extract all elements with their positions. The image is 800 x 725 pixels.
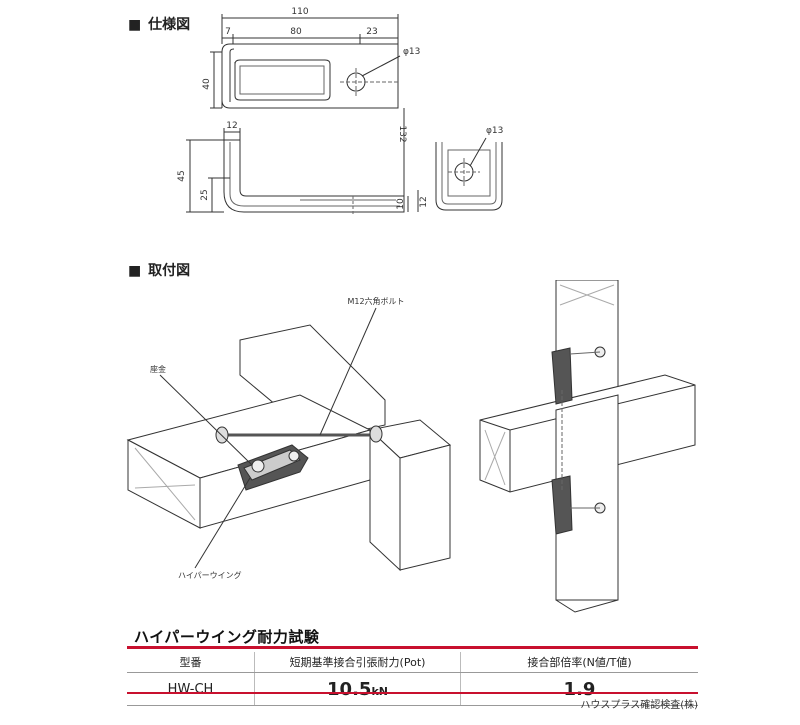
dim-height-top: 40 [202, 78, 212, 90]
dim-seg-right: 23 [366, 27, 377, 37]
spec-section-title: 仕様図 [128, 14, 190, 34]
dim-seg-mid: 80 [290, 27, 302, 37]
dim-thk-12: 12 [419, 196, 429, 207]
dim-thk-10: 10 [396, 198, 406, 210]
table-bottom-rule [127, 692, 698, 694]
footnote: ハウスプラス確認検査(株) [580, 700, 698, 711]
dim-depth: 132 [397, 125, 407, 142]
dim-hole-end: φ13 [486, 126, 503, 136]
install-drawing: M12六角ボルト 座金 ハイパーウイング [126, 280, 696, 613]
table-header-row: 型番 短期基準接合引張耐力(Pot) 接合部倍率(N値/T値) [127, 652, 698, 673]
dim-flange: 12 [226, 121, 237, 131]
strength-value: 10.5 [327, 678, 372, 700]
test-title-rule [127, 646, 698, 649]
label-bolt: M12六角ボルト [347, 296, 404, 306]
test-title: ハイパーウイング耐力試験 [134, 628, 320, 646]
strength-unit: kN [371, 684, 388, 698]
label-product: ハイパーウイング [178, 570, 242, 580]
table-row: HW-CH 10.5kN 1.9 [127, 672, 698, 706]
dim-height-side: 45 [177, 170, 187, 181]
dim-seg-left: 7 [225, 27, 231, 37]
dim-overall: 110 [291, 7, 308, 17]
spec-drawing: 110 7 80 23 φ13 40 132 12 45 25 10 12 φ1… [177, 7, 503, 216]
header-strength: 短期基準接合引張耐力(Pot) [254, 652, 461, 673]
cell-strength: 10.5kN [254, 672, 461, 706]
cell-multiplier: 1.9 [460, 672, 698, 706]
label-washer: 座金 [150, 364, 166, 374]
install-section-title: 取付図 [128, 260, 190, 280]
header-model: 型番 [127, 652, 255, 673]
test-results-table: 型番 短期基準接合引張耐力(Pot) 接合部倍率(N値/T値) HW-CH 10… [127, 652, 698, 706]
dim-inner-height: 25 [200, 189, 210, 200]
header-multiplier: 接合部倍率(N値/T値) [460, 652, 698, 673]
dim-hole-top: φ13 [403, 47, 420, 57]
